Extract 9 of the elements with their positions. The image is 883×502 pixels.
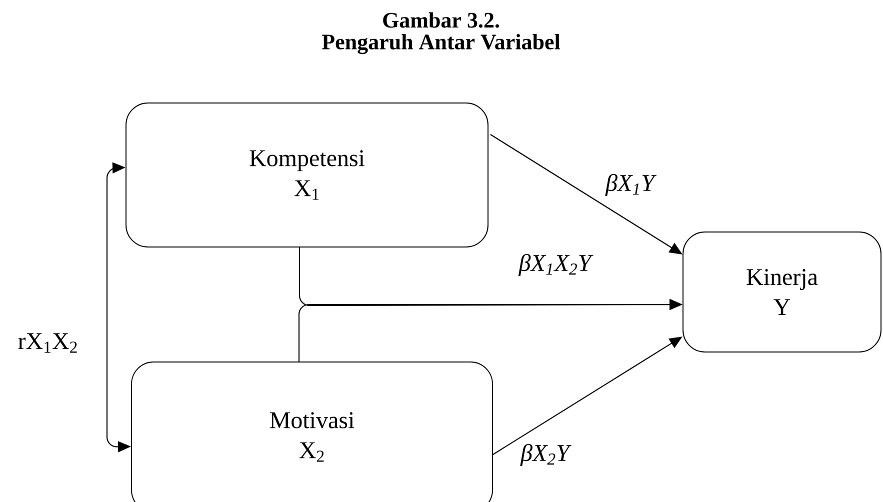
figure-title: Gambar 3.2. [383,12,499,28]
variable-box: Motivasi X$_{2}$ [131,362,493,502]
edge-label: βX$_{1}$Y [604,173,657,197]
edge-label: βX$_{2}$Y [520,442,572,467]
figure-caption: Pengaruh Antar Variabel [322,34,560,54]
variable-box: Kompetensi X$_{1}$ [126,102,488,248]
edge-label: βX$_{1}$X$_{2}$Y [518,253,594,277]
variable-box: Kinerja Y [682,232,882,352]
edge-label: rX$_{1}$X$_{2}$ [16,332,80,354]
